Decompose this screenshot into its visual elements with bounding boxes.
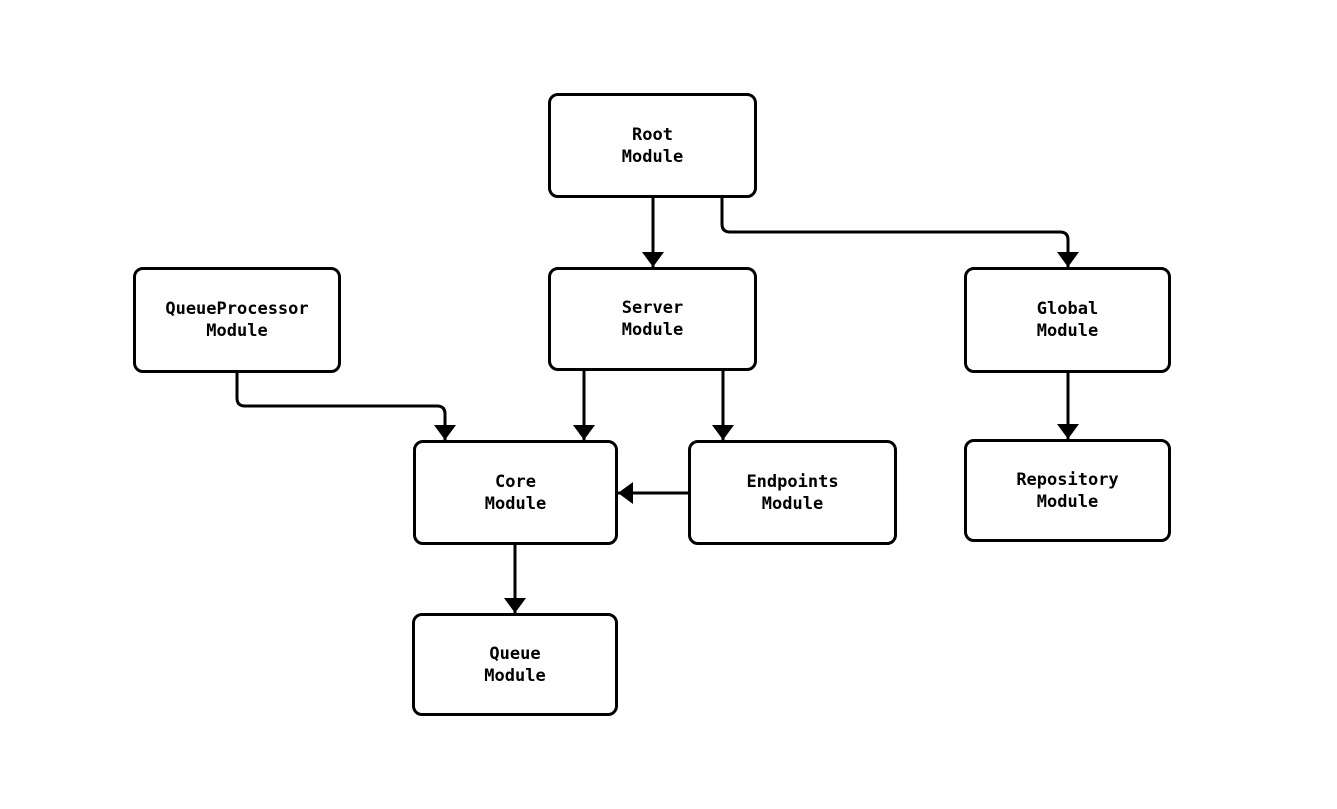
node-label: Endpoints Module xyxy=(746,471,839,514)
node-label: Core Module xyxy=(484,471,547,514)
node-global: Global Module xyxy=(964,267,1171,373)
node-label: Server Module xyxy=(621,298,684,340)
node-core: Core Module xyxy=(413,440,618,545)
node-server: Server Module xyxy=(548,267,757,371)
node-repository: Repository Module xyxy=(964,439,1171,542)
node-label: Queue Module xyxy=(484,643,546,686)
node-endpoints: Endpoints Module xyxy=(688,440,897,545)
node-root: Root Module xyxy=(548,93,757,198)
edge-root-global xyxy=(720,198,1079,267)
node-label: QueueProcessor Module xyxy=(165,299,309,341)
node-label: Repository Module xyxy=(1016,469,1119,512)
edge-queueprocessor-core xyxy=(235,373,456,440)
node-label: Root Module xyxy=(621,124,684,167)
node-queueprocessor: QueueProcessor Module xyxy=(133,267,341,373)
node-queue: Queue Module xyxy=(412,613,618,716)
node-label: Global Module xyxy=(1036,299,1099,341)
